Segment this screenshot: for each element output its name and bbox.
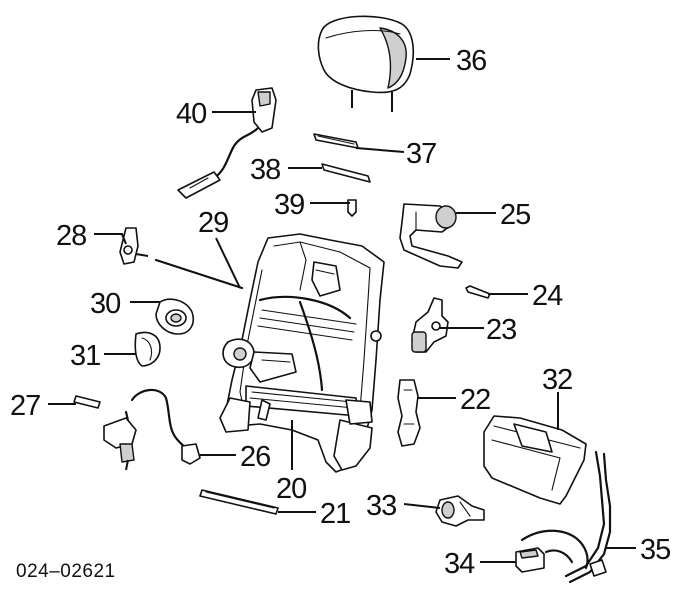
actuator-part <box>435 495 485 527</box>
callout-37: 37 <box>406 138 436 170</box>
recliner-handle-part <box>399 203 463 269</box>
callout-26: 26 <box>240 441 270 473</box>
seat-rod-part <box>199 489 279 515</box>
switch-module-part <box>515 547 545 573</box>
callout-24: 24 <box>532 280 563 312</box>
callout-28: 28 <box>56 220 86 252</box>
back-panel-part <box>483 415 587 505</box>
callout-40: 40 <box>176 98 206 130</box>
small-rod-part <box>73 395 101 409</box>
seat-back-frame <box>219 233 385 473</box>
callout-35: 35 <box>640 534 670 566</box>
callout-22: 22 <box>460 384 490 416</box>
motor-part <box>411 297 449 353</box>
callout-32: 32 <box>542 364 572 396</box>
callout-36: 36 <box>456 45 486 77</box>
callout-29: 29 <box>198 207 228 239</box>
callout-23: 23 <box>486 314 516 346</box>
bracket-part <box>119 227 149 265</box>
guide-rod-part <box>313 133 359 149</box>
leader-lines <box>48 58 636 563</box>
reference-code: 024–02621 <box>16 561 116 582</box>
wiring-harness-part <box>103 388 201 471</box>
long-rod-part <box>154 258 244 290</box>
bolt-part <box>465 285 491 299</box>
lumbar-handle-part <box>177 87 277 199</box>
headrest-part <box>317 15 415 112</box>
callout-25: 25 <box>500 199 530 231</box>
trim-cover-part <box>134 331 161 367</box>
ring-cover-part <box>155 298 194 335</box>
rod-part <box>321 163 371 183</box>
callout-20: 20 <box>276 473 306 505</box>
callout-31: 31 <box>70 340 100 372</box>
callout-30: 30 <box>90 288 120 320</box>
callout-38: 38 <box>250 154 280 186</box>
callout-27: 27 <box>10 390 40 422</box>
cable-harness-part <box>520 450 612 584</box>
callout-21: 21 <box>320 498 350 530</box>
callout-33: 33 <box>366 490 396 522</box>
callout-39: 39 <box>274 189 304 221</box>
callout-34: 34 <box>444 548 475 580</box>
lever-part <box>397 379 421 447</box>
